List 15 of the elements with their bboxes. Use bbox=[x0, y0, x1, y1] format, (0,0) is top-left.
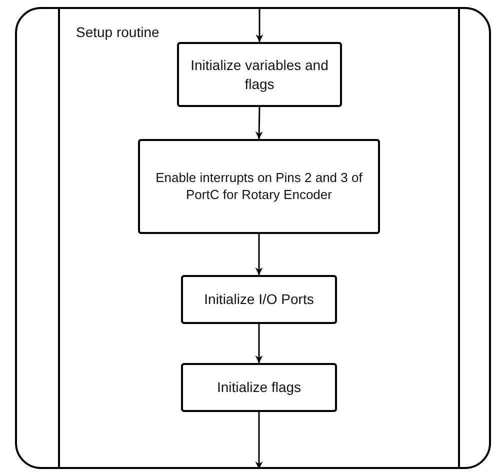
process-box bbox=[138, 139, 380, 234]
box-text: Initialize flags bbox=[216, 378, 302, 397]
box-text: Enable interrupts on Pins 2 and 3 of PortC for Rotary Encoder bbox=[154, 170, 364, 204]
frame-label: Setup routine bbox=[76, 24, 160, 41]
arrow bbox=[255, 234, 263, 275]
process-box bbox=[177, 42, 342, 107]
process-box bbox=[181, 275, 337, 324]
arrow bbox=[256, 9, 264, 42]
box-text: Initialize variables and flags bbox=[190, 56, 330, 93]
box-text: Initialize I/O Ports bbox=[204, 290, 314, 309]
arrow bbox=[255, 324, 263, 363]
process-box bbox=[181, 363, 337, 412]
arrow bbox=[255, 412, 263, 469]
subroutine-frame bbox=[15, 7, 491, 469]
arrow bbox=[255, 106, 263, 140]
